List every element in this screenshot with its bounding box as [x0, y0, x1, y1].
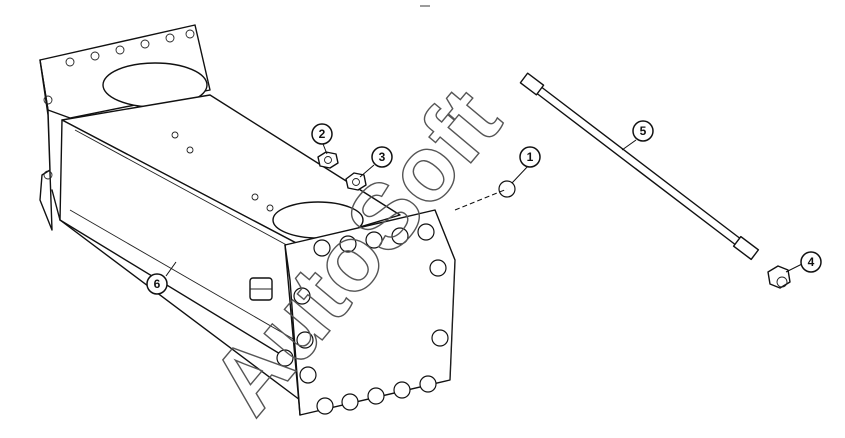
callout-3: 3	[359, 146, 393, 178]
svg-text:6: 6	[154, 277, 161, 291]
fitting-item-4	[767, 265, 791, 289]
flange-holes	[43, 29, 195, 180]
axle-housing	[39, 24, 401, 401]
bolt-item-1	[454, 180, 516, 211]
svg-text:3: 3	[379, 150, 386, 164]
nut-item-2	[317, 151, 339, 169]
end-plate-bolts	[276, 223, 449, 415]
callout-6: 6	[146, 261, 177, 295]
svg-text:1: 1	[527, 150, 534, 164]
callout-2: 2	[311, 123, 333, 155]
callout-1: 1	[511, 146, 541, 184]
svg-text:2: 2	[319, 127, 326, 141]
tie-rod	[519, 72, 760, 261]
callout-4: 4	[785, 251, 822, 273]
svg-text:4: 4	[808, 255, 815, 269]
nut-item-3	[345, 172, 367, 191]
callout-5: 5	[621, 120, 654, 151]
end-plate	[284, 209, 456, 416]
svg-text:5: 5	[640, 124, 647, 138]
